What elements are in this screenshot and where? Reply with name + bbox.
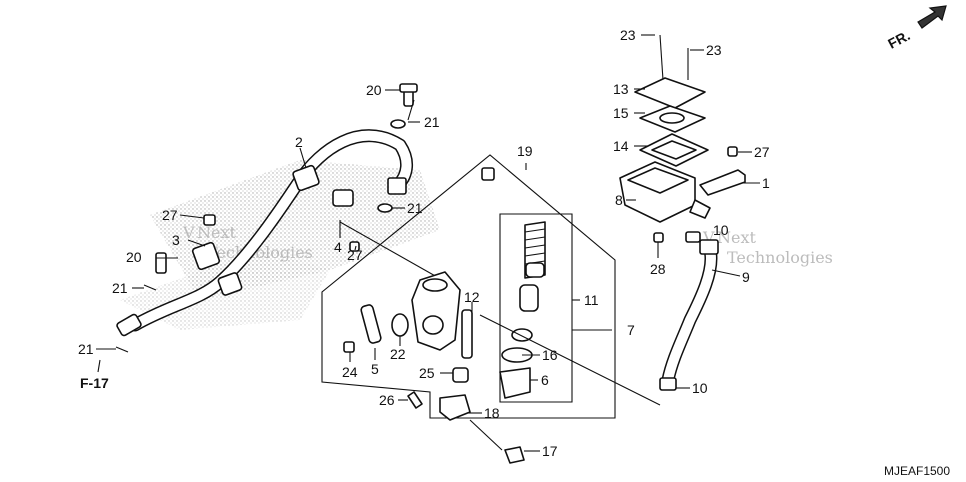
boot xyxy=(499,367,531,399)
brake-hose-right xyxy=(659,239,719,391)
piston-internals xyxy=(499,221,546,399)
push-rod-joint xyxy=(360,304,382,344)
callout-24: 24 xyxy=(342,364,358,380)
callout-21-hose-top: 21 xyxy=(424,114,440,130)
callout-10-upper: 10 xyxy=(713,222,729,238)
callout-23-right: 23 xyxy=(706,42,722,58)
callout-6: 6 xyxy=(541,372,549,388)
callout-23-left: 23 xyxy=(620,27,636,43)
watermark-text: V Next Technologies V Next Technologies xyxy=(182,223,833,267)
front-direction-label: FR. xyxy=(885,27,912,52)
callout-4: 4 xyxy=(334,239,342,255)
watermark-line1-right: Next xyxy=(717,228,756,247)
watermark-prefix-left: V xyxy=(182,223,195,242)
callout-20-lower: 20 xyxy=(126,249,142,265)
callout-26: 26 xyxy=(379,392,395,408)
watermark-line1-left: Next xyxy=(197,223,236,242)
brake-hose-left xyxy=(116,129,413,337)
callout-25: 25 xyxy=(419,365,435,381)
callout-19: 19 xyxy=(517,143,533,159)
callout-21-left-lower: 21 xyxy=(78,341,94,357)
diagram-code: MJEAF1500 xyxy=(884,464,950,478)
callout-20-upper: 20 xyxy=(366,82,382,98)
master-cylinder-parts xyxy=(115,83,525,464)
callout-2: 2 xyxy=(295,134,303,150)
callout-12: 12 xyxy=(464,289,480,305)
page-reference-label: F-17 xyxy=(80,375,109,391)
callout-1: 1 xyxy=(762,175,770,191)
callout-28: 28 xyxy=(650,261,666,277)
frame-assembly-11 xyxy=(499,213,573,403)
clevis xyxy=(439,394,471,421)
front-direction-indicator: FR. xyxy=(885,5,947,52)
callout-17: 17 xyxy=(542,443,558,459)
callout-5: 5 xyxy=(371,361,379,377)
master-cylinder-body xyxy=(411,271,461,351)
callout-3: 3 xyxy=(172,232,180,248)
callout-9: 9 xyxy=(742,269,750,285)
callout-15: 15 xyxy=(613,105,629,121)
callout-11: 11 xyxy=(584,292,599,308)
push-rod xyxy=(461,309,473,359)
callout-13: 13 xyxy=(613,81,629,97)
reservoir-parts xyxy=(619,34,746,243)
callout-14: 14 xyxy=(613,138,629,154)
callout-27-right: 27 xyxy=(754,144,770,160)
frame-assembly-7 xyxy=(321,154,616,419)
callouts: 1 2 3 4 5 6 7 8 9 10 10 11 12 13 14 15 1… xyxy=(78,27,770,459)
callout-22: 22 xyxy=(390,346,406,362)
front-arrow-icon xyxy=(917,5,947,29)
callout-18: 18 xyxy=(484,405,500,421)
piston xyxy=(519,284,539,312)
callout-21-hose-mid: 21 xyxy=(407,200,423,216)
callout-7: 7 xyxy=(627,322,635,338)
callout-16: 16 xyxy=(542,347,558,363)
callout-21-left-upper: 21 xyxy=(112,280,128,296)
watermark-line2-right: Technologies xyxy=(727,248,833,267)
watermark-line2-left: Technologies xyxy=(207,243,313,262)
reservoir-bracket xyxy=(699,169,746,196)
leader-lines xyxy=(96,34,760,452)
callout-27-middle: 27 xyxy=(347,247,363,263)
callout-10-lower: 10 xyxy=(692,380,708,396)
callout-27-left: 27 xyxy=(162,207,178,223)
reservoir-cap xyxy=(634,77,706,109)
callout-8: 8 xyxy=(615,192,623,208)
